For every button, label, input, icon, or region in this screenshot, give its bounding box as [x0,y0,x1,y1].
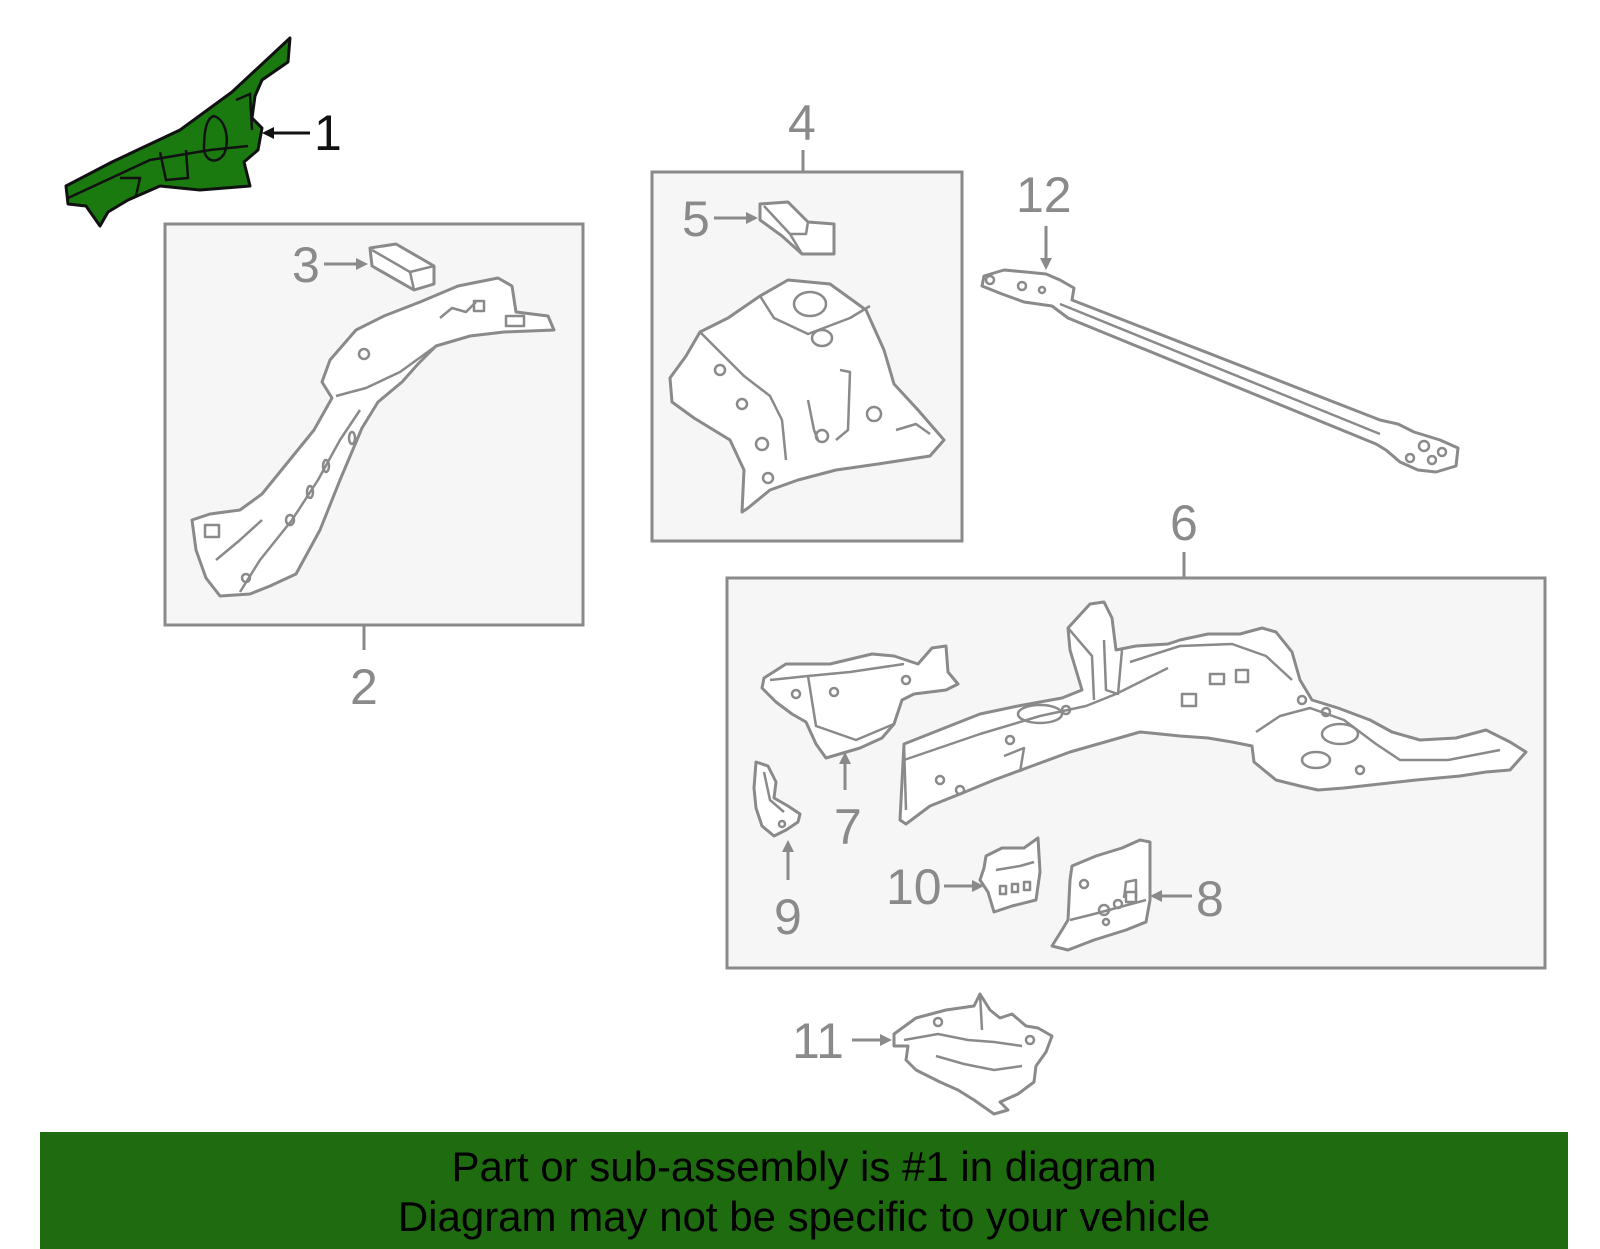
arrowhead-3 [356,258,368,270]
callout-6[interactable]: 6 [1170,495,1198,551]
callout-7[interactable]: 7 [834,799,862,855]
arrowhead-7 [839,752,851,764]
callout-8[interactable]: 8 [1196,871,1224,927]
callout-12[interactable]: 12 [1016,167,1072,223]
callout-10[interactable]: 10 [886,859,942,915]
callout-11[interactable]: 11 [792,1013,844,1069]
part-2[interactable] [190,276,556,598]
part-3[interactable] [368,242,436,292]
callout-5[interactable]: 5 [682,191,710,247]
callout-3[interactable]: 3 [292,237,320,293]
arrowhead-5 [746,212,758,224]
part-12[interactable] [980,268,1460,474]
part-5[interactable] [758,200,836,256]
arrowhead-8 [1150,890,1162,902]
callout-1[interactable]: 1 [314,105,342,161]
arrowhead-1 [262,127,274,139]
part-11[interactable] [892,992,1054,1116]
part-8[interactable] [1050,838,1152,952]
part-4[interactable] [668,278,946,514]
arrowhead-11 [880,1034,892,1046]
arrowhead-12 [1040,258,1052,270]
info-banner: Part or sub-assembly is #1 in diagram Di… [40,1132,1568,1249]
banner-line-1: Part or sub-assembly is #1 in diagram [451,1143,1157,1190]
part-6[interactable] [898,600,1528,826]
callout-2[interactable]: 2 [350,659,378,715]
part-10[interactable] [978,836,1042,914]
part-9[interactable] [752,760,802,838]
callout-4[interactable]: 4 [788,95,816,151]
arrowhead-9 [782,840,794,852]
arrowhead-10 [972,880,984,892]
part-1[interactable] [64,36,292,228]
callout-9[interactable]: 9 [774,889,802,945]
banner-line-2: Diagram may not be specific to your vehi… [397,1193,1211,1240]
part-7[interactable] [760,644,960,760]
